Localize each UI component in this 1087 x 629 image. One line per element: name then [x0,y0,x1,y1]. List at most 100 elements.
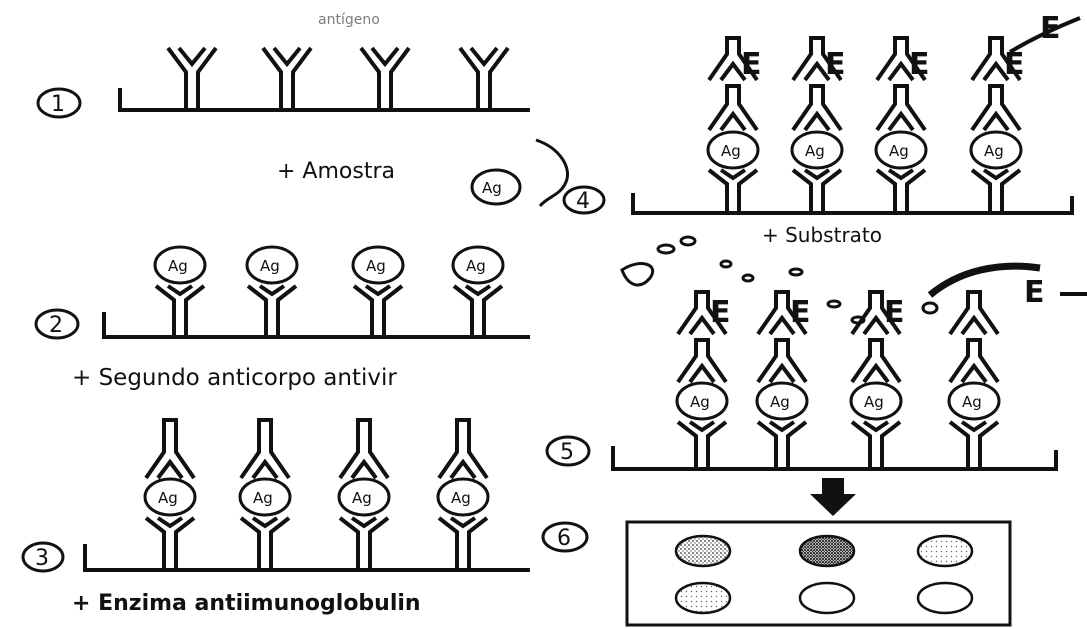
enzyme-label: E [710,295,731,330]
antigen: Ag [677,383,727,419]
microplate-well [918,583,972,613]
step-2-number: 2 [49,313,63,338]
substrate-particles: E [622,237,1087,323]
antigen: Ag [339,479,389,515]
antibody-inverted-icon [709,86,757,130]
antigen: Ag [851,383,901,419]
step-1-number: 1 [51,92,65,117]
enzyme-conjugate-complexes: EAgEAgEAgEAg [708,38,1025,213]
enzyme-label: E [1040,11,1061,46]
antigen: Ag [247,247,297,283]
incoming-enzyme-conjugate: E [1010,11,1080,52]
antigen: Ag [453,247,503,283]
capture-antibody-icon [793,170,841,213]
capture-antibody-icon [454,286,502,337]
antigen: Ag [971,132,1021,168]
antigen: Ag [353,247,403,283]
capture-antibody-icon [248,286,296,337]
antigen-label: Ag [721,142,741,160]
antigen: Ag [792,132,842,168]
top-fragment-text: antígeno [318,12,380,28]
antigen-label: Ag [770,393,790,411]
solid-phase-surface [104,312,530,337]
capture-antibody-icon [241,518,289,570]
capture-antibody-icon [146,518,194,570]
antigen-label: Ag [984,142,1004,160]
antibody-inverted-icon [950,340,998,382]
antibody-antigen-complexes: Ag Ag Ag Ag [155,247,503,337]
antigen-label: Ag [482,179,502,197]
antibody-inverted-icon [852,340,900,382]
step-3-caption: + Enzima antiimunoglobulin [72,591,421,616]
capture-antibody-icon [950,422,998,469]
enzyme-label: E [1024,275,1045,310]
antigen: Ag [876,132,926,168]
antigen-label: Ag [451,489,471,507]
antibody-inverted-icon [678,340,726,382]
antibody-inverted-icon [241,420,289,478]
antigen-label: Ag [158,489,178,507]
capture-antibody-icon [678,422,726,469]
solid-phase-surface [633,193,1072,213]
antibody-y-icon [460,48,508,110]
microplate-well [800,536,854,566]
microplate-well [676,536,730,566]
microplate-well [800,583,854,613]
antibody-inverted-icon [146,420,194,478]
antigen: Ag [155,247,205,283]
capture-antibodies [168,48,508,110]
microplate-well [676,583,730,613]
enzyme-label: E [790,295,811,330]
antigen-label: Ag [253,489,273,507]
antibody-inverted-icon [877,86,925,130]
antigen-label: Ag [962,393,982,411]
step-3-number: 3 [35,546,49,571]
capture-antibody-icon [709,170,757,213]
capture-antibody-icon [156,286,204,337]
antigen: Ag [757,383,807,419]
antigen-label: Ag [864,393,884,411]
antibody-y-icon [168,48,216,110]
capture-antibody-icon [877,170,925,213]
antigen-label: Ag [352,489,372,507]
step-6: 6 [543,478,1010,625]
step-4-number: 4 [576,189,590,214]
step-5-number: 5 [560,440,574,465]
antibody-inverted-icon [758,340,806,382]
enzyme-label: E [909,47,930,82]
antibody-inverted-icon [439,420,487,478]
antigen-label: Ag [260,257,280,275]
antigen: Ag [438,479,488,515]
step-6-number: 6 [557,526,571,551]
antigen-label: Ag [805,142,825,160]
antigen: Ag [949,383,999,419]
antigen-label: Ag [466,257,486,275]
antibody-inverted-icon [793,86,841,130]
step-3: 3 Ag Ag Ag Ag + Enzima antiimunoglobulin [23,420,530,616]
sample-antigen: Ag [472,140,568,206]
solid-phase-surface [85,544,530,570]
antigen-label: Ag [168,257,188,275]
step-1-caption: + Amostra [277,159,395,184]
antibody-inverted-icon [950,292,998,334]
step-2: 2 Ag Ag Ag Ag + Segundo anticorpo antivir [36,247,530,391]
enzyme-label: E [1004,47,1025,82]
step-1: 1 + Amostra Ag [38,48,568,206]
step-4-caption: + Substrato [762,223,882,247]
solid-phase-surface [613,446,1056,469]
capture-antibody-icon [439,518,487,570]
antigen-label: Ag [889,142,909,160]
antibody-inverted-icon [972,86,1020,130]
antigen-label: Ag [690,393,710,411]
antigen: Ag [145,479,195,515]
enzyme-label: E [825,47,846,82]
capture-antibody-icon [758,422,806,469]
capture-antibody-icon [852,422,900,469]
down-arrow-icon [810,478,856,516]
step-2-caption: + Segundo anticorpo antivir [72,365,397,391]
antigen: Ag [240,479,290,515]
